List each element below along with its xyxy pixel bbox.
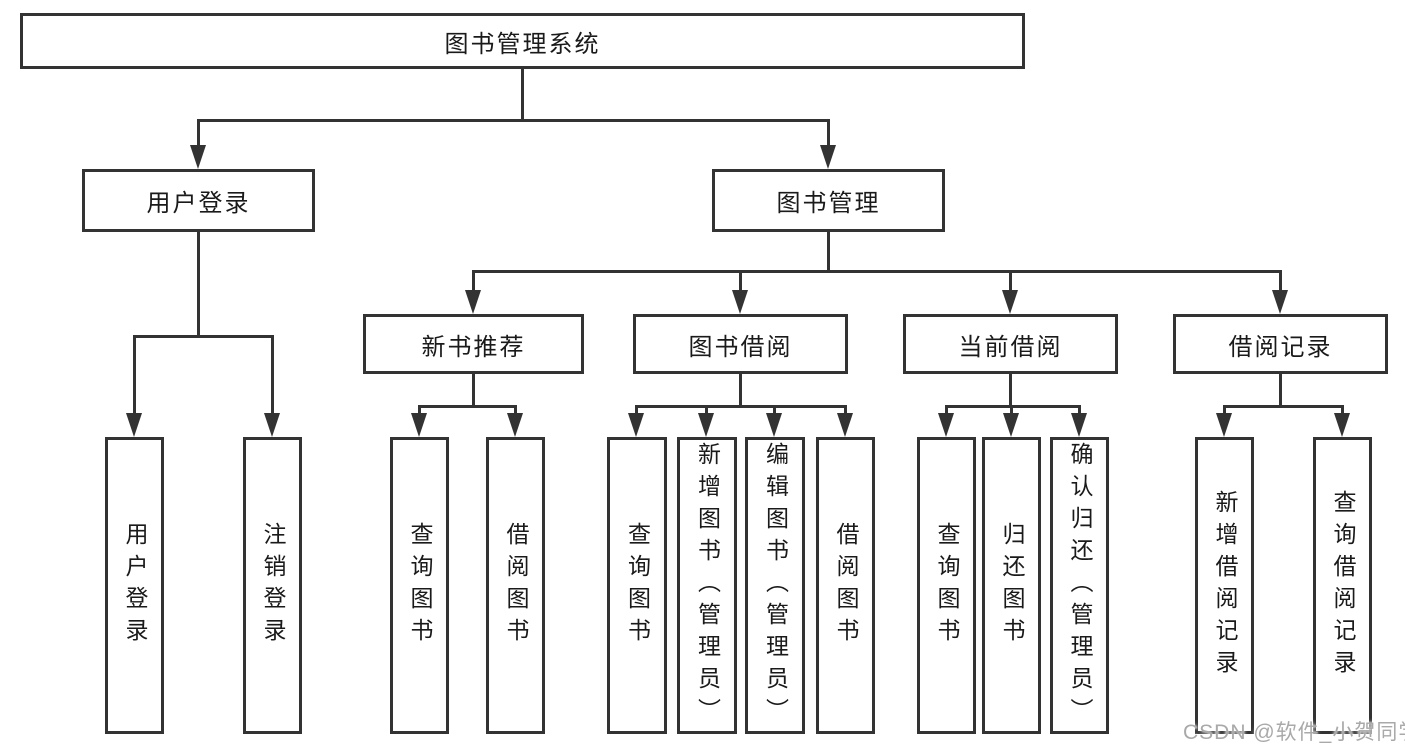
connector-line (1009, 270, 1012, 293)
node-book-borrowing: 图书借阅 (633, 314, 848, 374)
node-borrow-records-label: 借阅记录 (1228, 333, 1333, 361)
connector-line (1223, 405, 1226, 417)
node-new-book-recommend: 新书推荐 (363, 314, 584, 374)
connector-line (635, 405, 638, 417)
leaf-edit-book-admin-label: 编辑图书（管理员） (762, 441, 789, 730)
leaf-add-book-admin-label: 新增图书（管理员） (694, 441, 721, 730)
leaf-user-login-label: 用户登录 (122, 521, 148, 650)
leaf-return-books-label: 归还图书 (999, 521, 1025, 650)
root-label: 图书管理系统 (444, 30, 601, 58)
arrow-down-icon (698, 413, 714, 437)
connector-line (1009, 374, 1012, 408)
node-book-borrowing-label: 图书借阅 (688, 333, 793, 361)
connector-line (1078, 405, 1081, 417)
arrow-down-icon (264, 413, 280, 437)
leaf-borrow-books-borrow-label: 借阅图书 (833, 521, 859, 650)
arrow-down-icon (628, 413, 644, 437)
connector-line (1341, 405, 1344, 417)
node-borrow-records: 借阅记录 (1173, 314, 1388, 374)
node-new-book-recommend-label: 新书推荐 (421, 333, 526, 361)
arrow-down-icon (938, 413, 954, 437)
node-book-management-label: 图书管理 (776, 190, 881, 217)
leaf-logout-login-label: 注销登录 (260, 521, 286, 650)
connector-line (472, 270, 1282, 273)
node-book-management: 图书管理 (712, 169, 945, 232)
arrow-down-icon (126, 413, 142, 437)
connector-line (705, 405, 708, 417)
node-user-login-label: 用户登录 (146, 190, 251, 217)
connector-line (1279, 374, 1282, 408)
connector-line (472, 374, 475, 408)
leaf-borrow-books-borrow: 借阅图书 (816, 437, 875, 734)
connector-line (739, 270, 742, 293)
connector-line (773, 405, 776, 417)
leaf-borrow-books-recommend-label: 借阅图书 (503, 521, 529, 650)
node-current-borrowing: 当前借阅 (903, 314, 1118, 374)
arrow-down-icon (766, 413, 782, 437)
connector-line (514, 405, 517, 417)
node-user-login: 用户登录 (82, 169, 315, 232)
leaf-user-login: 用户登录 (105, 437, 164, 734)
leaf-confirm-return-admin: 确认归还（管理员） (1050, 437, 1109, 734)
connector-line (271, 335, 274, 415)
leaf-query-books-borrow-label: 查询图书 (624, 521, 651, 650)
connector-line (197, 119, 830, 122)
connector-line (418, 405, 421, 417)
leaf-edit-book-admin: 编辑图书（管理员） (745, 437, 805, 734)
leaf-logout-login: 注销登录 (243, 437, 302, 734)
connector-line (739, 374, 742, 408)
leaf-query-books-current: 查询图书 (917, 437, 976, 734)
connector-line (521, 66, 524, 119)
watermark: CSDN @软件_小贺同学 (1183, 721, 1405, 744)
root-box: 图书管理系统 (20, 13, 1025, 69)
leaf-query-borrow-record: 查询借阅记录 (1313, 437, 1372, 734)
arrow-down-icon (1002, 290, 1018, 314)
connector-line (133, 335, 274, 338)
connector-line (197, 119, 200, 147)
connector-line (827, 232, 830, 273)
arrow-down-icon (411, 413, 427, 437)
connector-line (418, 405, 517, 408)
arrow-down-icon (732, 290, 748, 314)
arrow-down-icon (190, 145, 206, 169)
connector-line (133, 335, 136, 415)
connector-line (1223, 405, 1344, 408)
leaf-query-books-recommend-label: 查询图书 (407, 521, 433, 650)
connector-line (844, 405, 847, 417)
connector-line (1010, 405, 1013, 417)
leaf-return-books: 归还图书 (982, 437, 1041, 734)
connector-line (197, 232, 200, 338)
arrow-down-icon (1071, 413, 1087, 437)
arrow-down-icon (820, 145, 836, 169)
leaf-borrow-books-recommend: 借阅图书 (486, 437, 545, 734)
connector-line (635, 405, 847, 408)
connector-line (827, 119, 830, 147)
connector-line (945, 405, 948, 417)
arrow-down-icon (1272, 290, 1288, 314)
arrow-down-icon (1003, 413, 1019, 437)
arrow-down-icon (465, 290, 481, 314)
leaf-query-books-current-label: 查询图书 (934, 521, 960, 650)
leaf-confirm-return-admin-label: 确认归还（管理员） (1067, 441, 1093, 730)
leaf-query-borrow-record-label: 查询借阅记录 (1330, 489, 1356, 682)
leaf-add-book-admin: 新增图书（管理员） (677, 437, 737, 734)
arrow-down-icon (837, 413, 853, 437)
connector-line (1279, 270, 1282, 293)
arrow-down-icon (1216, 413, 1232, 437)
leaf-add-borrow-record-label: 新增借阅记录 (1212, 489, 1238, 682)
connector-line (945, 405, 1081, 408)
arrow-down-icon (1334, 413, 1350, 437)
connector-line (472, 270, 475, 293)
leaf-query-books-recommend: 查询图书 (390, 437, 449, 734)
arrow-down-icon (507, 413, 523, 437)
leaf-add-borrow-record: 新增借阅记录 (1195, 437, 1254, 734)
node-current-borrowing-label: 当前借阅 (958, 333, 1063, 361)
leaf-query-books-borrow: 查询图书 (607, 437, 667, 734)
